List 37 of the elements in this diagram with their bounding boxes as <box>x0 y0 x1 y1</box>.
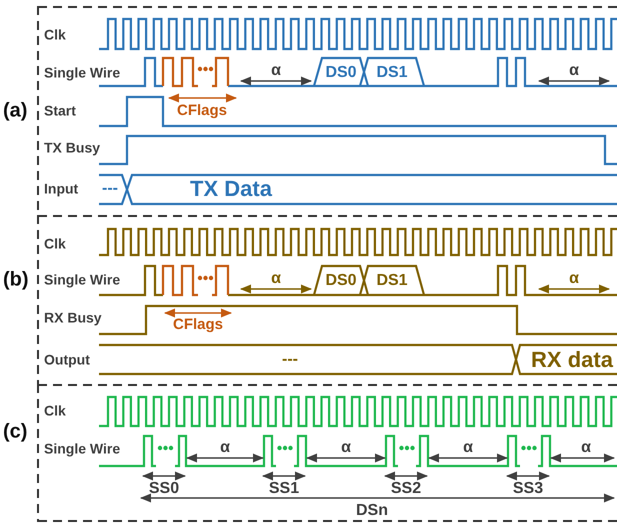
dimension-label: α <box>271 270 281 288</box>
dimension-label: α <box>569 62 579 80</box>
signal-name: TX Busy <box>44 140 100 156</box>
panel-label: (b) <box>3 268 29 292</box>
signal-name: RX Busy <box>44 310 102 326</box>
dimension-label: α <box>581 439 591 457</box>
signal-name: Clk <box>44 27 66 43</box>
bus-value: TX Data <box>190 176 272 202</box>
dimension-label: CFlags <box>173 316 223 334</box>
dimension-label: SS0 <box>148 480 180 498</box>
bus-value: DS1 <box>376 272 408 290</box>
dimension-label: α <box>271 62 281 80</box>
bus-value: DS1 <box>376 64 408 82</box>
signal-name: Input <box>44 181 78 197</box>
dimension-label: α <box>463 439 473 457</box>
dimension-label: CFlags <box>177 102 227 120</box>
bus-value: DS0 <box>325 64 357 82</box>
dimension-label: α <box>220 439 230 457</box>
panel-label: (c) <box>3 420 28 444</box>
signal-name: Output <box>44 352 90 368</box>
dimension-label: SS1 <box>268 480 300 498</box>
panel-label: (a) <box>3 100 28 122</box>
signal-name: Single Wire <box>44 272 120 288</box>
dimension-label: α <box>569 270 579 288</box>
bus-value: DS0 <box>325 272 357 290</box>
bus-value: --- <box>282 351 298 369</box>
signal-name: Clk <box>44 236 66 252</box>
signal-name: Single Wire <box>44 65 120 81</box>
dimension-label: SS3 <box>512 480 544 498</box>
signal-name: Start <box>44 103 76 119</box>
bus-value: --- <box>102 180 118 198</box>
dimension-label: DSn <box>356 502 388 520</box>
bus-value: RX data <box>531 348 613 372</box>
signal-name: Clk <box>44 403 66 419</box>
signal-name: Single Wire <box>44 441 120 457</box>
dimension-label: SS2 <box>390 480 422 498</box>
dimension-label: α <box>341 439 351 457</box>
